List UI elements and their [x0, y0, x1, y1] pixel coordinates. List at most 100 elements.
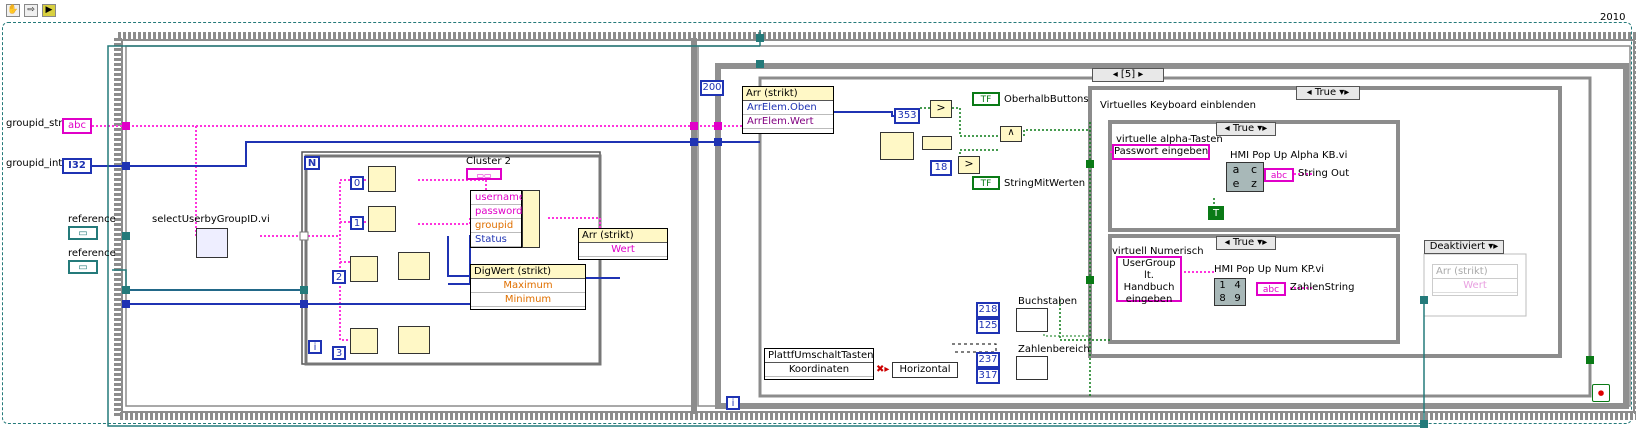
reference-control-2[interactable]: ▭	[68, 260, 98, 274]
minimum-field: Minimum	[471, 293, 585, 307]
arrow-icon[interactable]: ⇨	[24, 4, 38, 17]
digwert-header: DigWert (strikt)	[471, 265, 585, 279]
usergroup-prompt-text: UserGroup lt. Handbuch eingeben	[1122, 258, 1176, 305]
groupid-int-control[interactable]: I32	[62, 158, 92, 174]
and-gate-icon: ∧	[1000, 126, 1022, 142]
subvi-label: selectUserbyGroupID.vi	[152, 214, 270, 225]
in-range-icon-2	[1016, 356, 1048, 380]
buchstaben-label: Buchstaben	[1018, 296, 1078, 307]
alpha-key-z: z	[1251, 177, 1257, 190]
cluster-constant: ▭▭	[466, 168, 502, 180]
alpha-kb-subvi-icon[interactable]: a c e z	[1226, 162, 1264, 192]
hand-icon[interactable]: ✋	[6, 4, 20, 17]
oberhalb-buttons-indicator: TF	[972, 92, 1000, 106]
num-case-selector-value: True	[1232, 237, 1255, 248]
koordinaten-field: Koordinaten	[765, 363, 873, 377]
toolbar: ✋ ⇨ ▶	[0, 0, 1636, 22]
version-label: 2010	[1600, 12, 1626, 23]
plattf-umschalt-header: PlattfUmschaltTasten	[765, 349, 873, 363]
block-diagram-border	[2, 22, 1632, 424]
const-237: 237	[976, 352, 1000, 368]
wait-ms-constant: 200	[700, 80, 724, 96]
arr-strikt-property-right: Arr (strikt) ArrElem.Oben ArrElem.Wert	[742, 86, 834, 134]
alpha-kb-subvi-label: HMI Pop Up Alpha KB.vi	[1230, 150, 1348, 161]
horizontal-unbundle: Horizontal	[892, 362, 958, 378]
index-array-icon-3	[350, 328, 378, 354]
arr-elem-oben-field: ArrElem.Oben	[743, 101, 833, 115]
num-case-label: virtuell Numerisch	[1112, 246, 1204, 257]
num-key-8: 8	[1219, 293, 1226, 304]
index-const-0: 0	[350, 176, 364, 190]
passwort-prompt-constant: Passwort eingeben	[1112, 144, 1210, 160]
string-out-label: String Out	[1298, 168, 1350, 179]
usergroup-prompt-constant: UserGroup lt. Handbuch eingeben	[1116, 256, 1182, 305]
outer-case-selector-value: True	[1314, 87, 1337, 98]
outer-case-selector[interactable]: ◂ True ▾▸	[1296, 86, 1360, 100]
zahlenbereich-label: Zahlenbereich	[1018, 344, 1090, 355]
reference-label-1: reference	[68, 214, 116, 225]
build-array-icon	[522, 190, 540, 248]
index-array-icon-2	[350, 256, 378, 282]
arr-elem-wert-field: ArrElem.Wert	[743, 115, 833, 129]
index-const-3: 3	[332, 346, 346, 360]
index-const-1: 1	[350, 216, 364, 230]
wert-field: Wert	[579, 243, 667, 257]
string-length-icon	[922, 136, 952, 150]
zahlen-string-label: ZahlenString	[1290, 282, 1355, 293]
true-constant: T	[1208, 206, 1224, 220]
field-groupid: groupid	[471, 219, 521, 233]
select-user-subvi-icon[interactable]	[196, 228, 228, 258]
groupid-str-control[interactable]: abc	[62, 118, 92, 134]
alpha-key-e: e	[1232, 177, 1240, 190]
const-317: 317	[976, 368, 1000, 384]
bundle-by-name: username password groupid Status	[470, 190, 525, 248]
reference-control-1[interactable]: ▭	[68, 226, 98, 240]
index-const-2: 2	[332, 270, 346, 284]
alpha-case-selector[interactable]: ◂ True ▾▸	[1216, 122, 1276, 136]
unbundle-error-icon: ✖▸	[876, 364, 890, 375]
field-password: password	[471, 205, 522, 219]
oberhalb-buttons-label: OberhalbButtons	[1004, 94, 1089, 105]
maximum-field: Maximum	[471, 279, 585, 293]
num-key-4: 4	[1234, 280, 1241, 291]
string-mit-werten-label: StringMitWerten	[1004, 178, 1086, 189]
num-key-1: 1	[1219, 280, 1226, 291]
cluster-unbundle-icon	[880, 132, 914, 160]
index-array-icon-0	[368, 166, 396, 192]
greater-than-icon-2: >	[958, 156, 980, 174]
deaktiviert-selector[interactable]: Deaktiviert ▾▸	[1424, 240, 1504, 254]
arr-strikt-header: Arr (strikt)	[579, 229, 667, 243]
string-out-indicator: abc	[1264, 168, 1294, 182]
case-index: 5	[1124, 69, 1132, 80]
arr-strikt-right-header: Arr (strikt)	[743, 87, 833, 101]
in-range-icon-1	[1016, 308, 1048, 332]
cluster-label: Cluster 2	[466, 156, 512, 167]
run-icon[interactable]: ▶	[42, 4, 56, 17]
for-loop-count: N	[304, 156, 320, 170]
arr-strikt-disabled-header: Arr (strikt)	[1433, 265, 1517, 279]
digwert-property: DigWert (strikt) Maximum Minimum	[470, 264, 586, 310]
arr-strikt-disabled: Arr (strikt) Wert	[1432, 264, 1518, 296]
stop-button-icon[interactable]: ⏺	[1592, 384, 1610, 402]
field-username: username	[471, 191, 525, 205]
alpha-case-label: virtuelle alpha-Tasten	[1116, 134, 1223, 145]
string-to-number-icon-1	[398, 252, 430, 280]
field-status: Status	[471, 233, 521, 247]
alpha-key-a: a	[1232, 163, 1240, 176]
const-125: 125	[976, 318, 1000, 334]
const-218: 218	[976, 302, 1000, 318]
const-353: 353	[894, 108, 920, 124]
num-case-selector[interactable]: ◂ True ▾▸	[1216, 236, 1276, 250]
index-array-icon-1	[368, 206, 396, 232]
greater-than-icon-1: >	[930, 100, 952, 118]
reference-label-2: reference	[68, 248, 116, 259]
zahlen-string-indicator: abc	[1256, 282, 1286, 296]
sequence-selector[interactable]: ◂ [5] ▸	[1092, 68, 1164, 82]
num-kp-subvi-icon[interactable]: 1 4 8 9	[1214, 278, 1246, 306]
outer-case-label: Virtuelles Keyboard einblenden	[1100, 100, 1256, 111]
groupid-str-label: groupid_str	[6, 118, 63, 129]
while-loop-i: i	[726, 396, 740, 410]
deaktiviert-selector-value: Deaktiviert	[1429, 241, 1486, 252]
arr-strikt-property-left: Arr (strikt) Wert	[578, 228, 668, 260]
